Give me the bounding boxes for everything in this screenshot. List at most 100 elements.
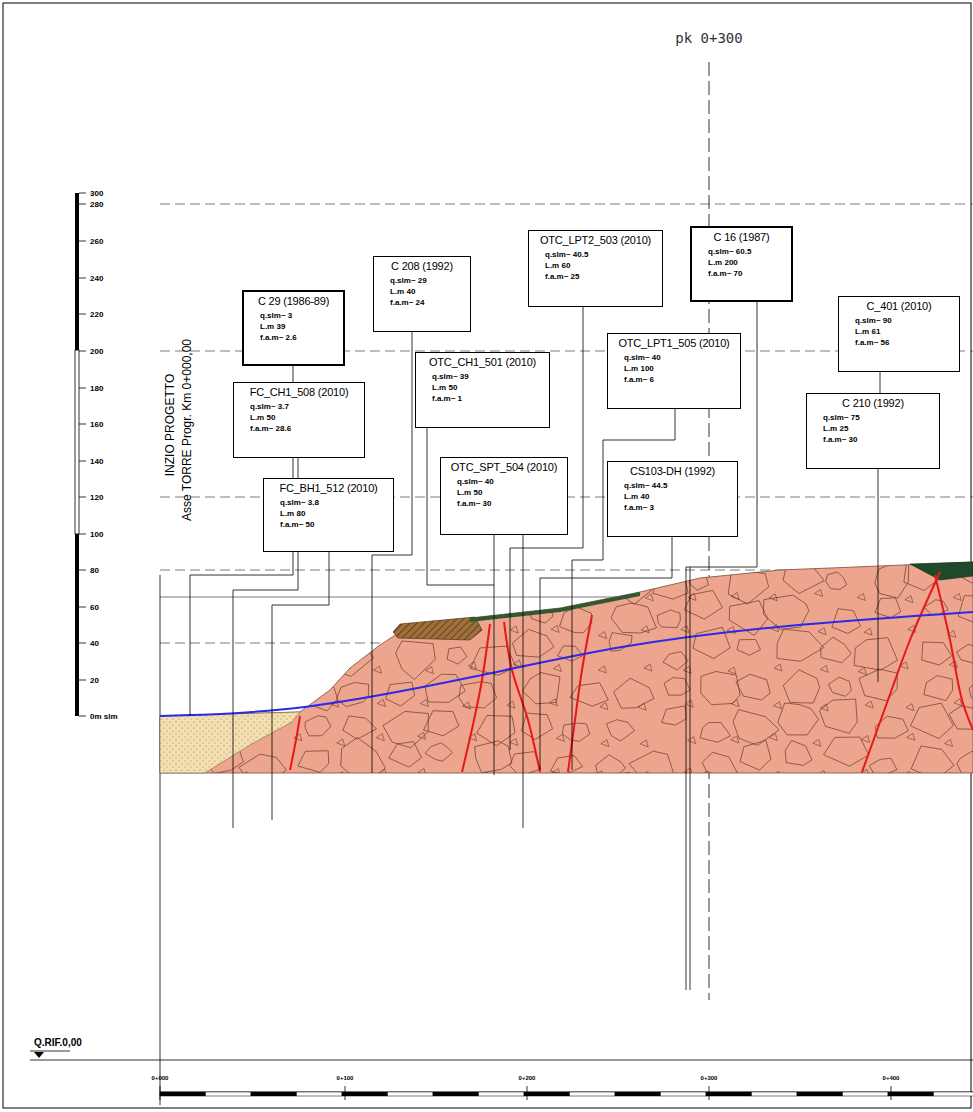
scale-tick xyxy=(79,607,86,608)
datum-line xyxy=(30,1060,973,1061)
elevation-value: 160 xyxy=(90,420,103,429)
elevation-value: 260 xyxy=(90,237,103,246)
borehole-name: C_401 (2010) xyxy=(845,300,953,312)
fault-line xyxy=(462,624,490,772)
scale-tick xyxy=(79,241,86,242)
borehole-name: C 208 (1992) xyxy=(380,260,464,272)
scale-tick xyxy=(79,193,86,194)
distance-scale-segment xyxy=(661,1092,707,1096)
elevation-value: 240 xyxy=(90,274,103,283)
distance-scale-segment xyxy=(297,1092,343,1096)
borehole-box: OTC_CH1_501 (2010)q.slm~ 39L.m 50f.a.m~ … xyxy=(415,352,550,428)
borehole-data: q.slm~ 75 xyxy=(813,412,933,423)
distance-scale-segment xyxy=(524,1092,570,1096)
borehole-data: q.slm~ 3.8 xyxy=(270,497,387,508)
borehole-box: C_401 (2010)q.slm~ 90L.m 61f.a.m~ 56 xyxy=(838,296,960,372)
conglomerate-body xyxy=(160,562,973,773)
borehole-data: L.m 100 xyxy=(614,363,734,374)
fault-line xyxy=(504,622,540,772)
scale-tick xyxy=(79,497,86,498)
elevation-value: 140 xyxy=(90,457,103,466)
topsoil-strip xyxy=(910,562,973,580)
borehole-data: L.m 25 xyxy=(813,423,933,434)
borehole-leaders xyxy=(190,302,880,990)
distance-scale-segment xyxy=(206,1092,252,1096)
distance-scale-segment xyxy=(342,1092,388,1096)
borehole-box: C 210 (1992)q.slm~ 75L.m 25f.a.m~ 30 xyxy=(806,393,940,469)
station-tick xyxy=(709,1086,710,1100)
scale-tick xyxy=(79,534,86,535)
borehole-data: f.a.m~ 25 xyxy=(535,271,656,282)
borehole-data: q.slm~ 3.7 xyxy=(240,401,358,412)
borehole-leader xyxy=(690,567,691,990)
borehole-data: L.m 60 xyxy=(535,260,656,271)
scale-tick xyxy=(79,314,86,315)
scale-segment xyxy=(75,534,79,716)
borehole-data: q.slm~ 40 xyxy=(447,476,561,487)
datum-marker xyxy=(34,1052,44,1058)
borehole-data: f.a.m~ 30 xyxy=(813,434,933,445)
scale-tick xyxy=(79,716,86,717)
sand-deposit xyxy=(160,712,300,773)
borehole-box: C 208 (1992)q.slm~ 29L.m 40f.a.m~ 24 xyxy=(373,256,471,332)
topsoil-strip xyxy=(470,592,640,622)
borehole-data: q.slm~ 90 xyxy=(845,315,953,326)
borehole-box: OTC_LPT2_503 (2010)q.slm~ 40.5L.m 60f.a.… xyxy=(528,230,663,307)
distance-scale-segment xyxy=(433,1092,479,1096)
borehole-name: CS103-DH (1992) xyxy=(614,465,731,477)
borehole-name: OTC_CH1_501 (2010) xyxy=(422,356,543,368)
scale-tick xyxy=(79,680,86,681)
borehole-data: f.a.m~ 30 xyxy=(447,498,561,509)
scale-tick xyxy=(79,424,86,425)
borehole-leader xyxy=(272,552,329,820)
scale-tick xyxy=(79,461,86,462)
borehole-data: f.a.m~ 3 xyxy=(614,502,731,513)
distance-scale-segment xyxy=(888,1092,934,1096)
scale-tick xyxy=(79,643,86,644)
borehole-leader xyxy=(372,332,412,773)
station-value: 0+000 xyxy=(152,1075,169,1081)
borehole-data: f.a.m~ 28.6 xyxy=(240,423,358,434)
borehole-leader xyxy=(494,535,495,585)
distance-scale-segment xyxy=(843,1092,889,1096)
borehole-data: f.a.m~ 56 xyxy=(845,337,953,348)
elevation-value: 300 xyxy=(90,189,103,198)
station-value: 0+400 xyxy=(883,1075,900,1081)
station-tick xyxy=(345,1086,346,1100)
borehole-name: FC_BH1_512 (2010) xyxy=(270,482,387,494)
borehole-data: L.m 40 xyxy=(380,286,464,297)
elevation-value: 120 xyxy=(90,493,103,502)
scale-segment xyxy=(75,193,79,350)
fault-line xyxy=(862,572,940,772)
borehole-data: q.slm~ 3 xyxy=(250,310,337,321)
distance-scale-segment xyxy=(752,1092,798,1096)
borehole-name: OTC_LPT1_505 (2010) xyxy=(614,337,734,349)
borehole-box: CS103-DH (1992)q.slm~ 44.5L.m 40f.a.m~ 3 xyxy=(607,461,738,537)
borehole-box: OTC_SPT_504 (2010)q.slm~ 40L.m 50f.a.m~ … xyxy=(440,457,568,535)
station-value: 0+100 xyxy=(337,1075,354,1081)
distance-scale-segment xyxy=(706,1092,752,1096)
distance-scale-segment xyxy=(570,1092,616,1096)
borehole-data: L.m 200 xyxy=(698,257,785,268)
borehole-box: FC_CH1_508 (2010)q.slm~ 3.7L.m 50f.a.m~ … xyxy=(233,382,365,458)
station-tick xyxy=(527,1086,528,1100)
borehole-data: f.a.m~ 2.6 xyxy=(250,332,337,343)
station-tick xyxy=(891,1086,892,1100)
distance-scale-segment xyxy=(479,1092,525,1096)
borehole-data: q.slm~ 44.5 xyxy=(614,480,731,491)
borehole-data: f.a.m~ 6 xyxy=(614,374,734,385)
borehole-data: L.m 80 xyxy=(270,508,387,519)
borehole-data: f.a.m~ 50 xyxy=(270,519,387,530)
scale-tick xyxy=(79,388,86,389)
borehole-data: q.slm~ 40 xyxy=(614,352,734,363)
axis-title: INZIO PROGETTO xyxy=(163,374,177,476)
borehole-name: OTC_LPT2_503 (2010) xyxy=(535,234,656,246)
elevation-value: 80 xyxy=(90,566,99,575)
borehole-data: L.m 39 xyxy=(250,321,337,332)
borehole-data: L.m 50 xyxy=(240,412,358,423)
borehole-leader xyxy=(880,372,881,393)
borehole-name: C 29 (1986-89) xyxy=(250,295,337,307)
borehole-box: C 16 (1987)q.slm~ 60.5L.m 200f.a.m~ 70 xyxy=(690,226,793,302)
elevation-value: 280 xyxy=(90,200,103,209)
